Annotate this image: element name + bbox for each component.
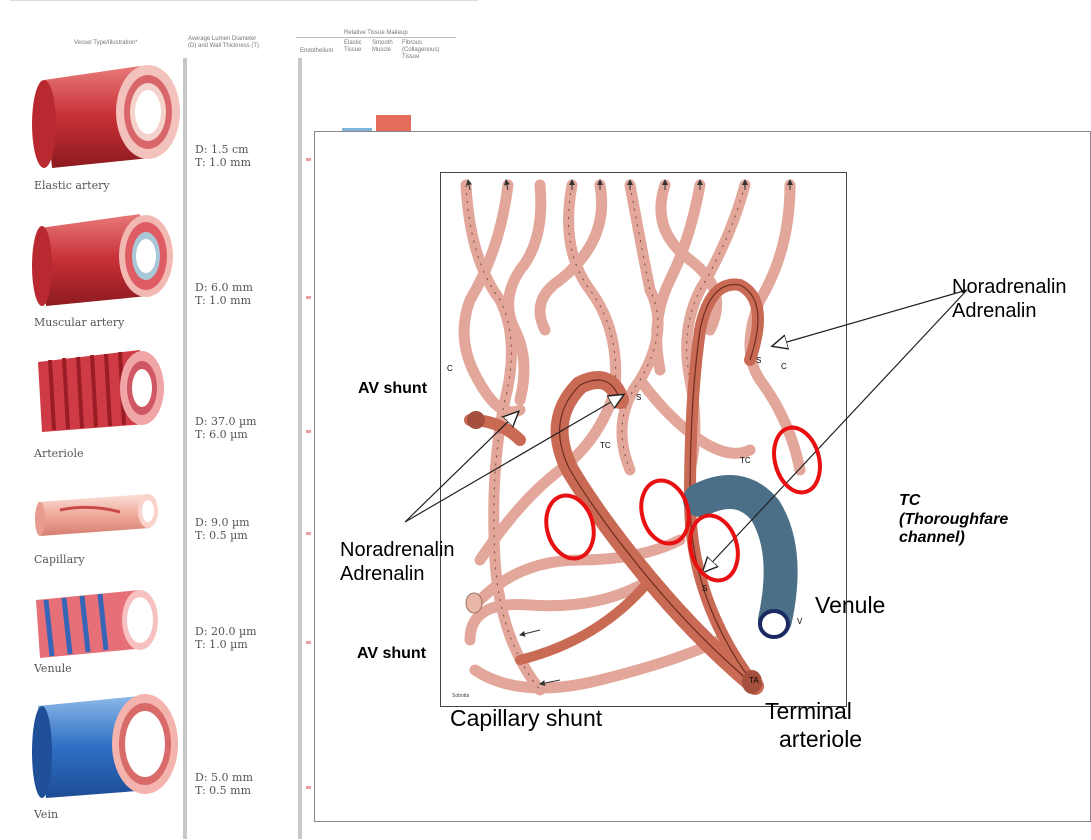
label-av-shunt-bottom: AV shunt (357, 645, 426, 663)
av-shunt-end-bottom (466, 593, 482, 613)
label-venule: Venule (815, 592, 885, 619)
illustration-credit: Sobotta (452, 693, 469, 699)
letter-tc-mid: TC (600, 441, 611, 450)
letter-ta: TA (749, 676, 759, 685)
letter-tc-right: TC (740, 456, 751, 465)
label-terminal: Terminal (765, 697, 852, 725)
letter-c-right: C (781, 362, 787, 371)
label-tc-desc-line2: channel) (899, 529, 965, 547)
av-shunt-end-top (467, 411, 485, 429)
label-noradrenalin-left: Noradrenalin (340, 538, 455, 562)
label-tc: TC (899, 492, 920, 510)
label-capillary-shunt: Capillary shunt (450, 705, 602, 732)
label-av-shunt-top: AV shunt (358, 380, 427, 398)
letter-c-left: C (447, 364, 453, 373)
letter-s-right: S (756, 356, 761, 365)
label-adrenalin-right: Adrenalin (952, 299, 1037, 323)
label-tc-desc-line1: (Thoroughfare (899, 511, 1008, 529)
letter-s-bottom: S (702, 584, 707, 593)
letter-s-top: S (636, 393, 641, 402)
letter-v: V (797, 617, 802, 626)
label-adrenalin-left: Adrenalin (340, 562, 425, 586)
label-noradrenalin-right: Noradrenalin (952, 275, 1067, 299)
label-arteriole: arteriole (779, 725, 862, 753)
venule-opening (760, 611, 788, 637)
